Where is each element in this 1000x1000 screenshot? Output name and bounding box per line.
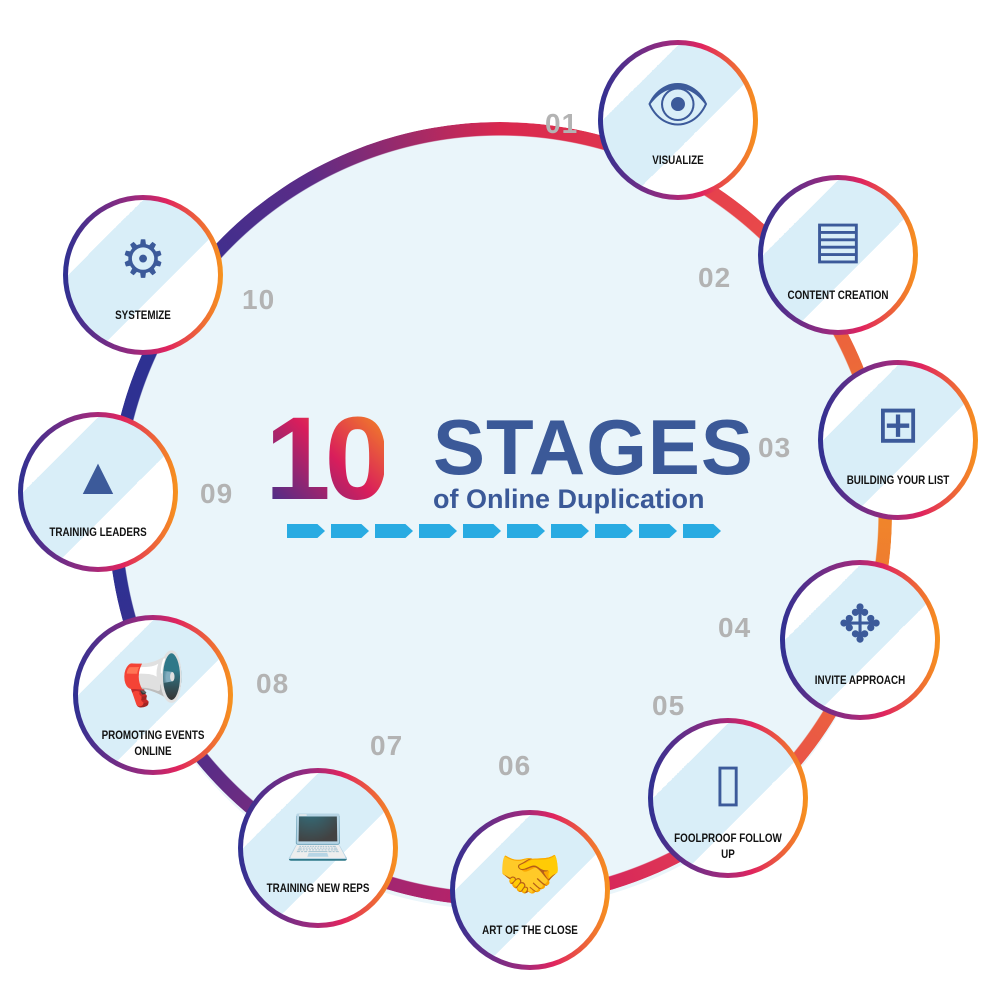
arrow-icon [287,524,325,538]
stage-number: 10 [242,284,276,315]
stage-circle: ✥ INVITE APPROACH [780,560,940,720]
person-arrows-icon: ✥ [838,596,882,654]
arrow-icon [639,524,677,538]
handshake-icon: 🤝 [497,846,563,904]
gears-icon: ⚙ [119,231,167,289]
stage-label: INVITE APPROACH [814,673,906,687]
stage-number: 02 [698,262,732,293]
stage-number: 08 [256,668,290,699]
mountain-flag-icon: ▲ [72,448,124,506]
stage-label: PROMOTING EVENTS ONLINE [101,728,205,758]
stage-circle: 👁 VISUALIZE [598,40,758,200]
title-number: 10 [265,393,390,525]
stage-inner: ✥ INVITE APPROACH [785,565,935,715]
stage-number: 03 [758,432,792,463]
stage-circle: ▯ FOOLPROOF FOLLOW UP [648,718,808,878]
network-icon: ⊞ [876,396,920,454]
stage-circle: 📢 PROMOTING EVENTS ONLINE [73,615,233,775]
laptop-presentation-icon: 💻 [285,804,351,862]
stage-inner: 👁 VISUALIZE [603,45,753,195]
arrow-icon [683,524,721,538]
arrow-row [287,524,721,538]
stage-circle: ⚙ SYSTEMIZE [63,195,223,355]
stage-inner: ⚙ SYSTEMIZE [68,200,218,350]
stage-number: 07 [370,730,404,761]
stage-label: SYSTEMIZE [115,308,171,322]
stage-circle: ▤ CONTENT CREATION [758,175,918,335]
stage-number: 09 [200,478,234,509]
stage-label: VISUALIZE [652,153,704,167]
stage-label: CONTENT CREATION [787,288,889,302]
phone-chat-icon: ▯ [713,754,743,812]
stage-number: 04 [718,612,752,643]
stage-inner: ▲ TRAINING LEADERS [23,417,173,567]
arrow-icon [463,524,501,538]
title-subtitle: of Online Duplication [433,484,705,514]
stage-number: 05 [652,690,686,721]
stage-inner: 📢 PROMOTING EVENTS ONLINE [78,620,228,770]
megaphone-laptop-icon: 📢 [120,651,186,709]
document-icon: ▤ [813,211,863,269]
stage-number: 06 [498,750,532,781]
stage-inner: 💻 TRAINING NEW REPS [243,773,393,923]
stage-label: TRAINING NEW REPS [266,881,370,895]
arrow-icon [331,524,369,538]
stage-inner: 🤝 ART OF THE CLOSE [455,815,605,965]
stage-circle: 💻 TRAINING NEW REPS [238,768,398,928]
arrow-icon [595,524,633,538]
stage-label: FOOLPROOF FOLLOW UP [674,831,782,861]
title-main: STAGES [433,403,754,491]
stage-circle: ⊞ BUILDING YOUR LIST [818,360,978,520]
arrow-icon [507,524,545,538]
arrow-icon [375,524,413,538]
arrow-icon [419,524,457,538]
stage-label: ART OF THE CLOSE [482,923,578,937]
stage-inner: ▤ CONTENT CREATION [763,180,913,330]
eye-icon: 👁 [644,76,712,134]
stage-number: 01 [545,108,579,139]
stage-label: TRAINING LEADERS [49,525,147,539]
stage-label: BUILDING YOUR LIST [846,473,950,487]
stage-inner: ▯ FOOLPROOF FOLLOW UP [653,723,803,873]
stage-inner: ⊞ BUILDING YOUR LIST [823,365,973,515]
arrow-icon [551,524,589,538]
stage-circle: ▲ TRAINING LEADERS [18,412,178,572]
stage-circle: 🤝 ART OF THE CLOSE [450,810,610,970]
